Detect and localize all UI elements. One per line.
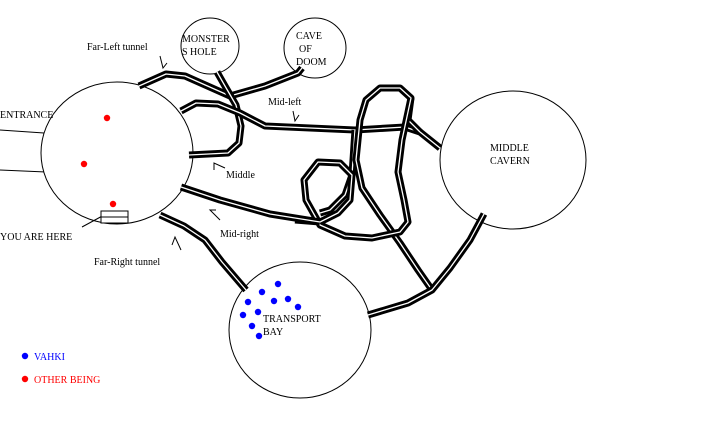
vahki-dot — [294, 303, 302, 311]
other-being-dot — [109, 200, 117, 208]
vahki-dot — [258, 288, 266, 296]
vahki-dot — [255, 332, 263, 340]
legend-vahki-dot — [21, 352, 29, 360]
tunnels — [137, 65, 488, 319]
far-left-tunnel-label: Far-Left tunnel — [87, 42, 148, 53]
mid-right-tunnel-label: Mid-right — [220, 229, 259, 240]
transport-bay-label-line2: BAY — [263, 327, 283, 338]
loop-tunnel-core — [355, 87, 433, 291]
far-right-tunnel-label: Far-Right tunnel — [94, 257, 160, 268]
entrance-corridor-bottom — [0, 169, 47, 173]
middle-cavern-room — [439, 90, 587, 230]
vahki-dot — [274, 280, 282, 288]
legend-other-label: OTHER BEING — [34, 375, 100, 386]
far-right-tunnel — [158, 211, 249, 293]
other-beings — [80, 114, 117, 208]
transport-bay-room — [228, 261, 372, 399]
mid-left-tunnel-label: Mid-left — [268, 97, 302, 108]
cave-of-doom-label-line3: DOOM — [296, 57, 327, 68]
legend-other-dot — [21, 375, 29, 383]
middle-arrow — [213, 162, 226, 170]
monster-hole-label-line1: MONSTER — [182, 34, 230, 45]
mid-left-arrow — [292, 110, 300, 123]
entrance-corridor-top — [0, 129, 45, 134]
far-left-arrow — [159, 55, 168, 70]
entrance-label: ENTRANCE — [0, 110, 53, 121]
middle-cavern-label-line1: MIDDLE — [490, 143, 529, 154]
monster-hole-room — [180, 17, 240, 75]
cave-of-doom-label-line1: CAVE — [296, 31, 322, 42]
you-are-here-label: YOU ARE HERE — [0, 232, 72, 243]
vahki-dot — [248, 322, 256, 330]
other-being-dot — [80, 160, 88, 168]
other-being-dot — [103, 114, 111, 122]
vahki-dot — [254, 308, 262, 316]
loop-tunnel — [352, 84, 435, 293]
middle-cavern-label-line2: CAVERN — [490, 156, 530, 167]
vahki-dot — [244, 298, 252, 306]
vahki-dot — [270, 297, 278, 305]
vahki-dot — [284, 295, 292, 303]
legend-vahki-label: VAHKI — [34, 352, 65, 363]
transport-bay-label-line1: TRANSPORT — [263, 314, 321, 325]
cavern-to-bay-tunnel — [366, 212, 488, 319]
mid-right-tunnel-core — [180, 186, 321, 223]
far-right-tunnel-core — [159, 214, 247, 291]
vahki-group — [239, 280, 302, 340]
monster-hole-label-line2: S HOLE — [182, 47, 217, 58]
cavern-to-bay-tunnel-core — [367, 213, 485, 316]
entrance-room — [40, 81, 194, 225]
monster-hole-tunnel-core — [188, 71, 242, 156]
far-right-arrow — [171, 235, 182, 251]
cave-of-doom-label-line2: OF — [299, 44, 312, 55]
middle-tunnel-label: Middle — [226, 170, 255, 181]
cave-of-doom-room — [283, 17, 347, 79]
legend: VAHKI OTHER BEING — [21, 352, 100, 386]
mid-right-tunnel — [179, 183, 321, 226]
inner-loop-tunnel-core — [294, 97, 412, 239]
vahki-dot — [239, 311, 247, 319]
mid-right-arrow — [208, 209, 221, 221]
